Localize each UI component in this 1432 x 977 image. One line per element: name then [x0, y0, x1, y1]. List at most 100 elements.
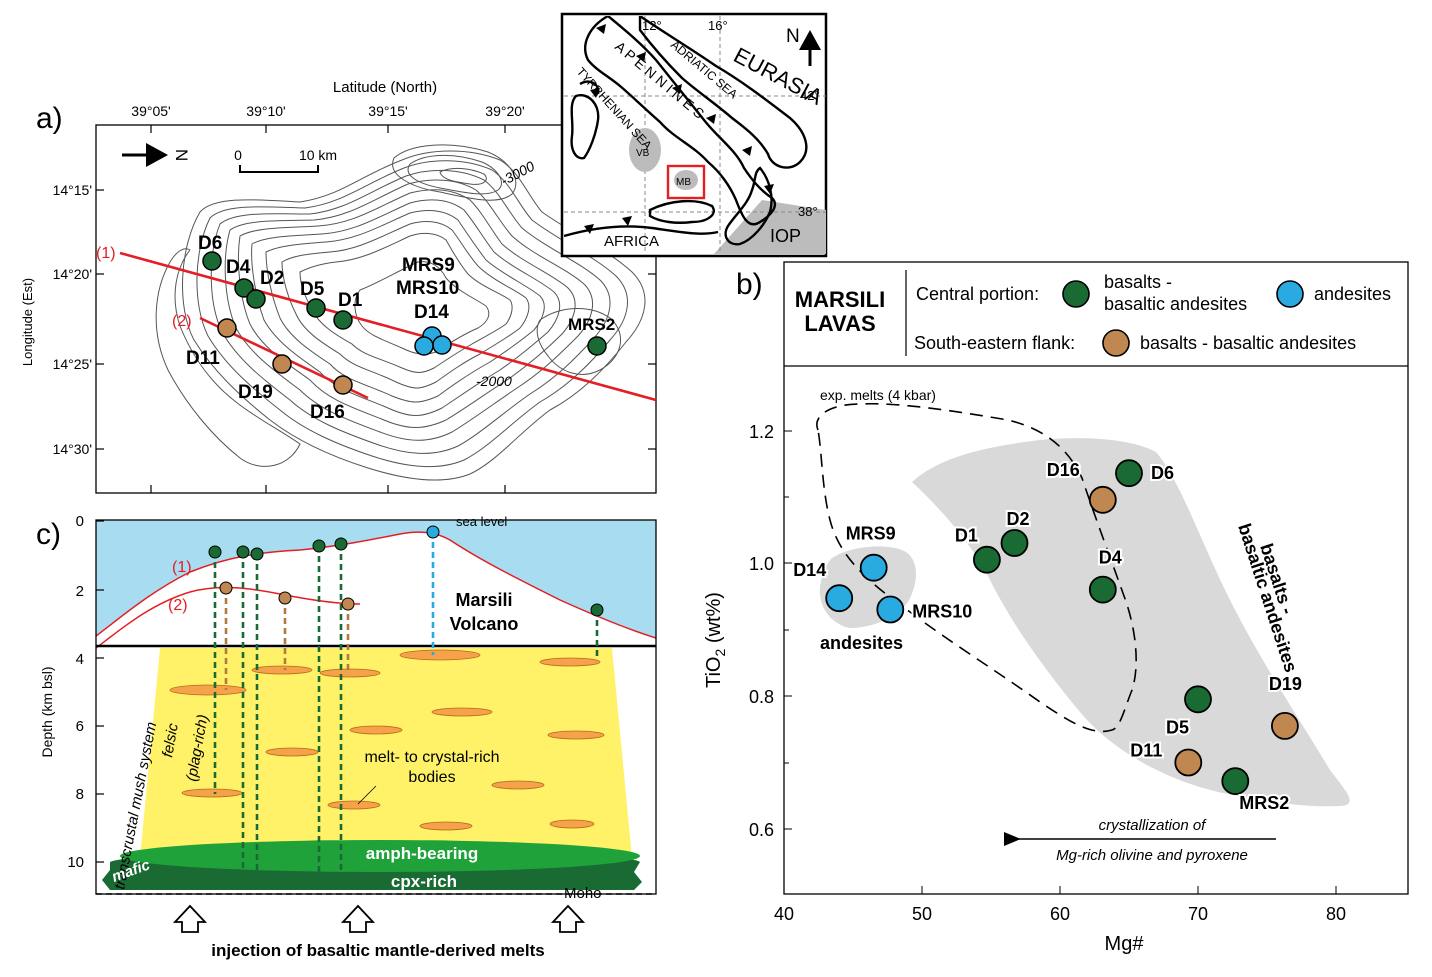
marsili-basin	[674, 170, 698, 190]
point-label-D5: D5	[1166, 717, 1189, 737]
north-label: N	[172, 149, 191, 161]
panel-c-label: c)	[36, 518, 61, 551]
point-label-D6: D6	[1151, 463, 1174, 483]
seafloor-profile-1	[96, 532, 656, 646]
legend: MARSILI LAVAS Central portion: basalts -…	[795, 270, 1391, 357]
scale-zero: 0	[234, 147, 242, 163]
legend-basalts-1: basalts -	[1104, 272, 1172, 292]
y-axis: 1.2 1.0 0.8 0.6	[749, 422, 792, 840]
mush-system	[140, 648, 632, 858]
map-label-D14: D14	[414, 302, 449, 323]
x-tick-60: 60	[1050, 904, 1070, 924]
map-label-D16: D16	[310, 402, 345, 423]
x-tick-50: 50	[912, 904, 932, 924]
inset-coastlines	[564, 16, 808, 246]
point-label-D1: D1	[955, 526, 978, 546]
map-label-D19: D19	[238, 382, 273, 403]
sample-D1	[333, 310, 353, 330]
melt-bodies-label-2: bodies	[408, 769, 455, 786]
depth-tick: 2	[76, 583, 84, 600]
injection-label: injection of basaltic mantle-derived mel…	[211, 941, 544, 960]
legend-basalts-2: basaltic andesites	[1104, 294, 1247, 314]
top-tick: 39°05'	[131, 103, 170, 119]
depth-tick: 10	[67, 854, 84, 871]
sample-D5	[306, 298, 326, 318]
inset-north-label: N	[786, 26, 800, 47]
legend-se-flank: South-eastern flank:	[914, 333, 1075, 353]
inset-lon-12: 12°	[642, 18, 662, 33]
point-D14	[825, 584, 854, 613]
felsic-label: felsic	[159, 722, 182, 759]
point-label-MRS2: MRS2	[1239, 793, 1289, 813]
depth-ticks: 0 2 4 6 8 10	[67, 513, 84, 871]
point-label-D14: D14	[793, 560, 826, 580]
exp-melts-label: exp. melts (4 kbar)	[820, 387, 936, 403]
x-tick-80: 80	[1326, 904, 1346, 924]
left-tick: 14°15'	[53, 182, 92, 198]
sample-D19	[272, 354, 292, 374]
melt-bodies-label-1: melt- to crystal-rich	[364, 749, 499, 766]
point-label-D4: D4	[1099, 548, 1122, 568]
map-label-D11: D11	[186, 348, 220, 369]
sample-D6	[202, 251, 222, 271]
profile-label-2: (2)	[172, 313, 192, 330]
point-D16	[1088, 485, 1117, 514]
point-label-D11: D11	[1130, 741, 1162, 761]
contour-label-2000: -2000	[476, 373, 512, 389]
north-arrow: N	[122, 143, 191, 167]
exp-melts-field	[816, 402, 1137, 733]
top-tick: 39°15'	[368, 103, 407, 119]
y-tick-0.6: 0.6	[749, 820, 774, 840]
sample-D14	[414, 336, 434, 356]
volcano-label-1: Marsili	[455, 590, 512, 610]
point-MRS2	[1221, 767, 1250, 795]
panel-a-left-ticks: 14°15' 14°20' 14°25' 14°30'	[53, 182, 92, 457]
legend-andesites: andesites	[1314, 284, 1391, 304]
panel-c-frame	[95, 519, 657, 895]
panel-a-left-axis-title: Longitude (Est)	[20, 278, 35, 366]
panel-c-y-axis-title: Depth (km bsl)	[39, 666, 55, 757]
inset-mb: MB	[676, 177, 691, 188]
inset-map: 12° 16° 42° 38° EURASIA A P E N N I N E …	[560, 12, 828, 258]
point-D2	[1000, 529, 1029, 557]
depth-tick: 4	[76, 651, 84, 668]
map-label-D6: D6	[198, 233, 222, 254]
x-axis-title: Mg#	[1105, 933, 1145, 955]
map-label-D2: D2	[260, 268, 284, 289]
point-D11	[1174, 748, 1203, 777]
x-tick-40: 40	[774, 904, 794, 924]
volcano-label-2: Volcano	[450, 614, 519, 634]
amph-bearing-layer	[120, 840, 640, 872]
sample-D11	[217, 318, 237, 338]
map-sample-labels: D6 D4 D2 D5 D1 MRS9 MRS10 D14 MRS2 D11 D…	[186, 233, 615, 423]
x-tick-70: 70	[1188, 904, 1208, 924]
inset-lon-16: 16°	[708, 18, 728, 33]
basalt-field	[912, 438, 1350, 807]
melt-lenses	[169, 649, 605, 831]
sea-level-label: sea level	[456, 514, 507, 529]
top-tick: 39°10'	[246, 103, 285, 119]
point-MRS9	[859, 553, 888, 582]
inset-iop: IOP	[770, 226, 801, 246]
inset-lat-42: 42°	[800, 88, 820, 103]
sample-D2	[246, 289, 266, 309]
map-label-MRS10: MRS10	[396, 278, 459, 299]
map-samples	[202, 251, 607, 395]
inset-lat-38: 38°	[798, 204, 818, 219]
inset-thrust-front	[584, 24, 774, 234]
map-label-D5: D5	[300, 279, 325, 300]
y-tick-1.0: 1.0	[749, 554, 774, 574]
inset-africa: AFRICA	[604, 233, 659, 250]
y-axis-title: TiO2 (wt%)	[703, 592, 728, 688]
panel-a-top-axis-title: Latitude (North)	[333, 79, 437, 96]
panel-b-label: b)	[736, 268, 763, 301]
point-D5	[1184, 685, 1212, 714]
map-label-D1: D1	[338, 290, 363, 311]
inset-north-arrow: N	[786, 26, 821, 66]
point-D4	[1088, 575, 1117, 604]
point-label-MRS10: MRS10	[912, 602, 972, 622]
top-tick: 39°20'	[485, 103, 524, 119]
point-label-D16: D16	[1047, 460, 1080, 480]
point-label-D2: D2	[1007, 509, 1030, 529]
